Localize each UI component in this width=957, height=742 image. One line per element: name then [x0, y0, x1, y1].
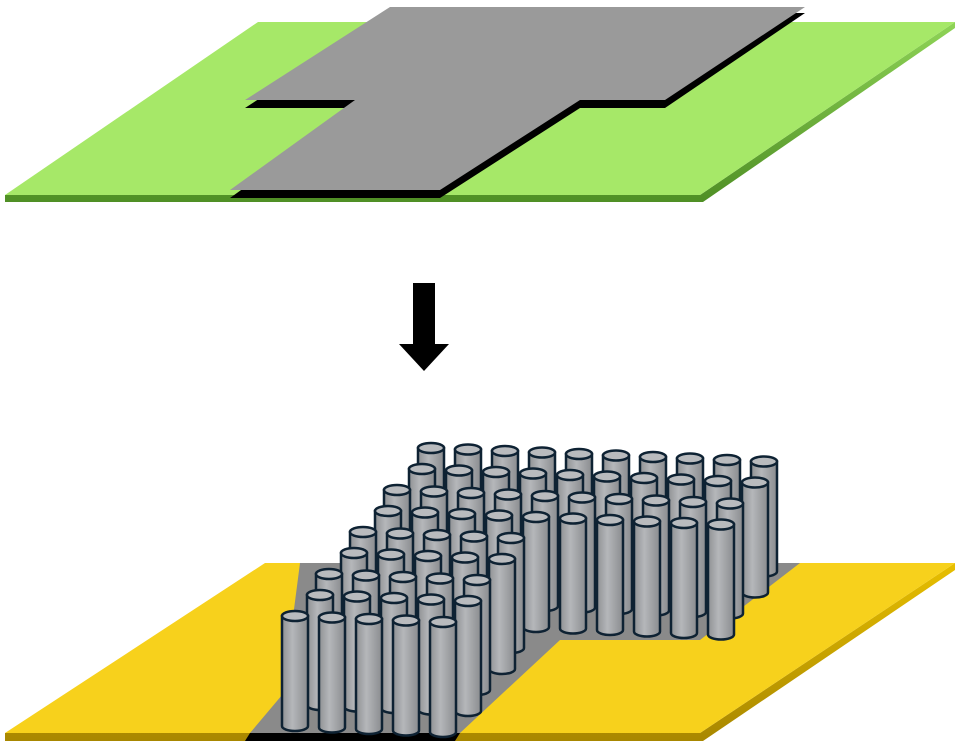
gray-t-layer — [230, 7, 805, 198]
nanopillar — [521, 510, 551, 634]
nanopillar — [706, 518, 736, 641]
nanopillar — [428, 615, 458, 739]
nanopillar — [391, 614, 421, 737]
arrow-down-icon — [399, 283, 449, 371]
nanopillar — [669, 516, 699, 640]
nanopillar — [453, 594, 483, 718]
nanopillar — [487, 552, 517, 676]
nanopillar — [740, 476, 770, 599]
nanopillar — [632, 515, 662, 638]
t-layer — [230, 7, 805, 190]
nanopillar — [280, 609, 310, 733]
nanopillar — [354, 612, 384, 736]
nanopillar-array — [280, 441, 779, 739]
base-shadow — [245, 733, 460, 741]
nanopillar — [317, 611, 347, 734]
nanopillar — [558, 512, 588, 635]
nanopillar — [595, 513, 625, 637]
